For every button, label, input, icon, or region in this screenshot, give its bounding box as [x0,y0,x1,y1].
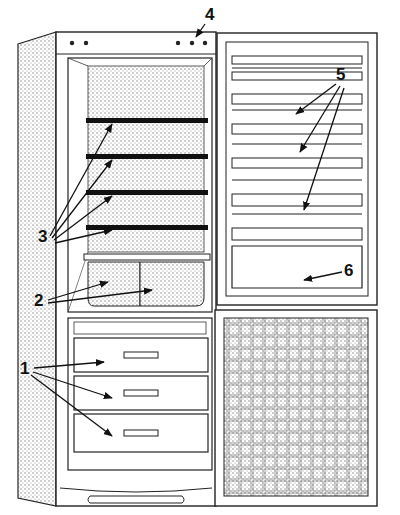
callout-number: 4 [205,6,214,24]
side-panel [18,32,56,506]
glass-shelves [86,118,208,230]
freezer-door [215,310,377,506]
control-buttons [70,41,207,45]
callout-number: 3 [38,228,47,246]
door-shelves [232,56,362,240]
cabinet-front [56,32,216,506]
door-bin [232,246,362,288]
callout-number: 6 [344,262,353,280]
freezer-compartment [68,318,212,470]
base-grille [88,496,184,503]
fridge-door [217,33,377,305]
crisper-drawers [84,254,210,306]
callout-number: 2 [34,292,43,310]
leader-lines [31,24,344,436]
door-liner [224,318,368,496]
callout-number: 5 [336,66,345,84]
callout-number: 1 [20,360,29,378]
fridge-compartment [68,58,212,312]
freezer-drawers [74,338,208,452]
